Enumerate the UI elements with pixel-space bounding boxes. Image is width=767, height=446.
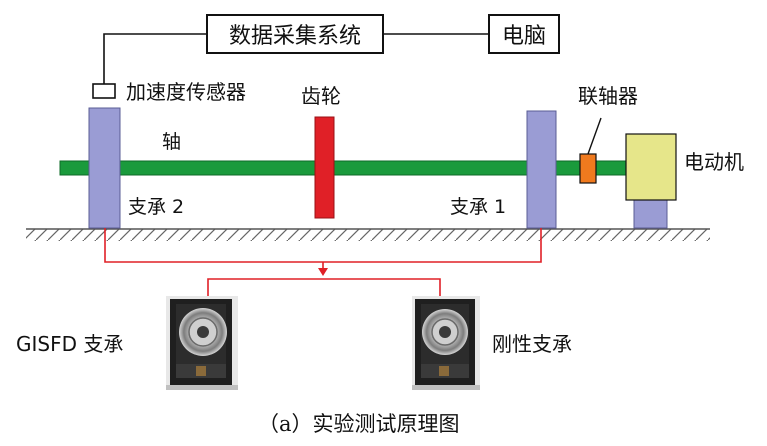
shaft-label: 轴 xyxy=(162,131,182,153)
data-acquisition-label: 数据采集系统 xyxy=(228,24,361,49)
gisfd-support-photo xyxy=(166,296,238,390)
motor-body xyxy=(625,133,677,201)
support-1-pedestal xyxy=(526,110,557,229)
support-2-pedestal xyxy=(88,107,121,229)
accelerometer-sensor xyxy=(92,83,116,99)
computer-label: 电脑 xyxy=(501,24,546,49)
gear-disc xyxy=(314,116,335,219)
gisfd-support-label: GISFD 支承 xyxy=(16,332,124,356)
accelerometer-label: 加速度传感器 xyxy=(126,80,246,104)
support-connector-lines xyxy=(104,228,542,298)
gear-label: 齿轮 xyxy=(301,84,341,108)
rigid-support-label: 刚性支承 xyxy=(492,332,572,356)
coupling-label: 联轴器 xyxy=(578,84,638,108)
rigid-support-photo xyxy=(412,296,480,390)
data-acquisition-box: 数据采集系统 xyxy=(206,14,384,54)
figure-caption: （a）实验测试原理图 xyxy=(258,412,460,436)
motor-label: 电动机 xyxy=(684,150,744,174)
coupling xyxy=(579,153,597,184)
motor-base xyxy=(633,199,668,229)
ground xyxy=(26,228,710,241)
support-1-label: 支承 1 xyxy=(450,196,507,218)
signal-wiring xyxy=(103,33,488,84)
computer-box: 电脑 xyxy=(488,14,560,54)
support-2-label: 支承 2 xyxy=(128,196,185,218)
